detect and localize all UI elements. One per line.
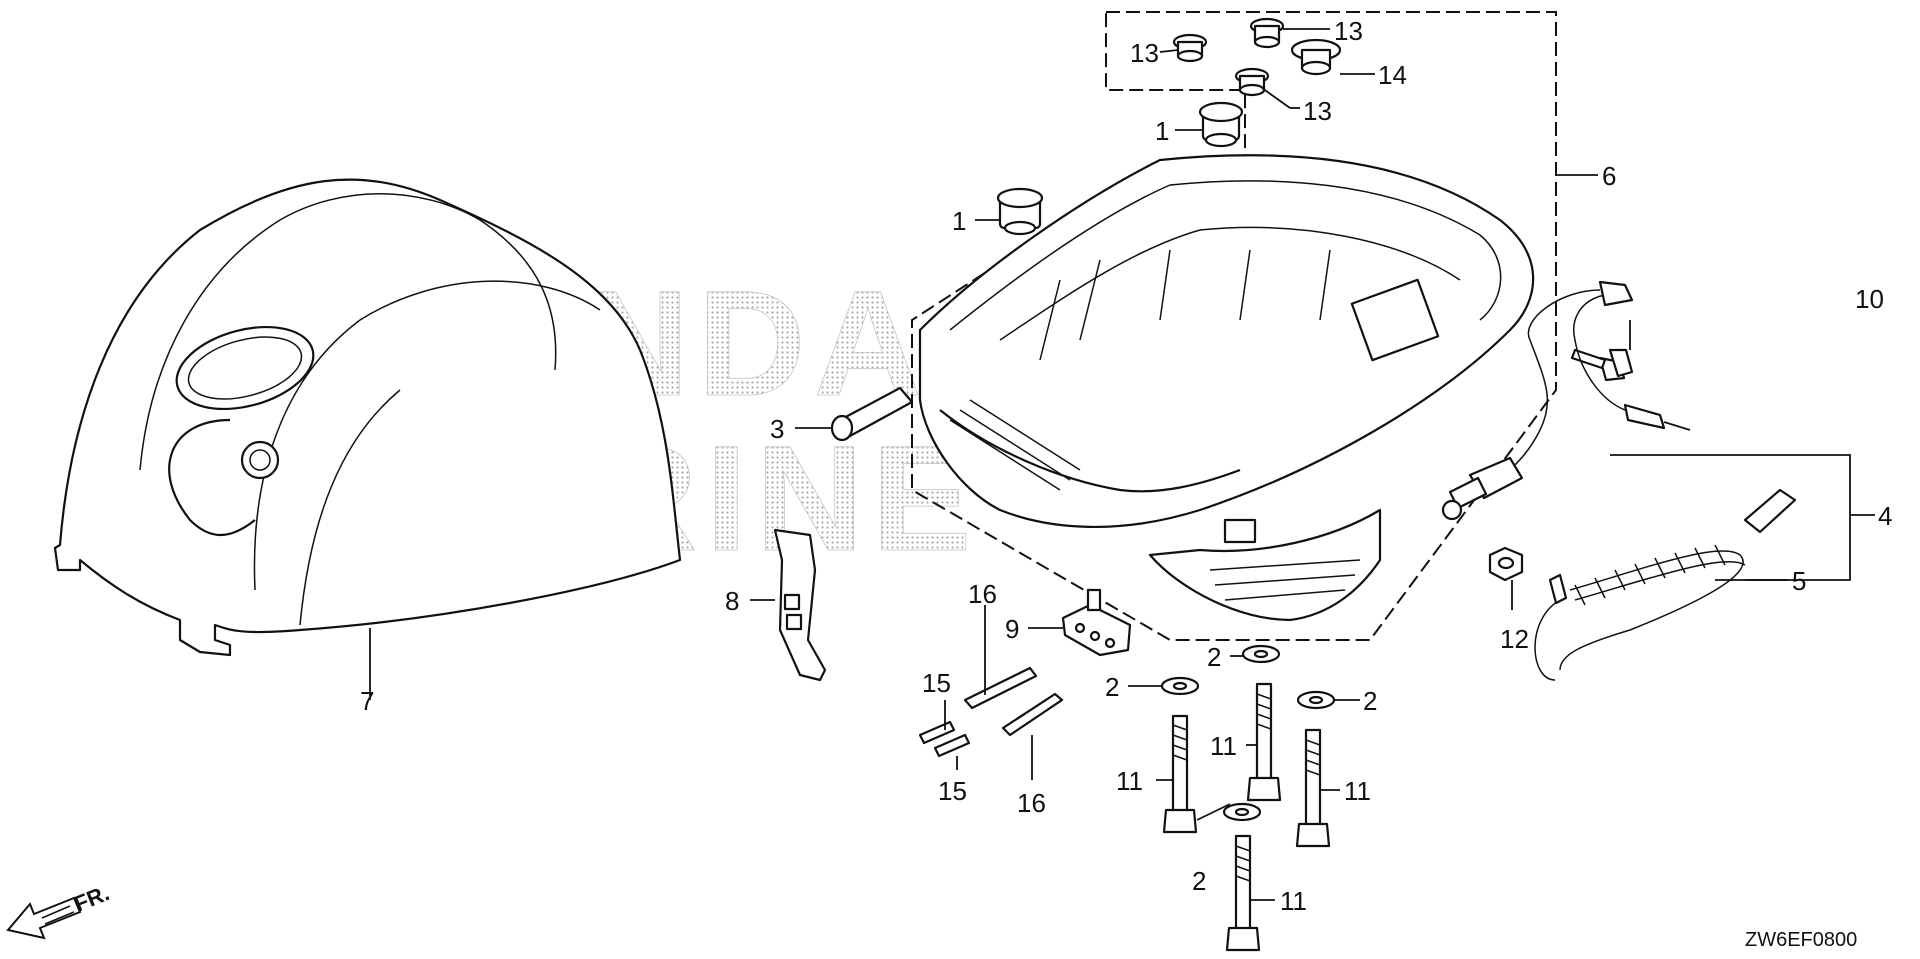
lanyard-part-5[interactable]: [1534, 488, 1797, 681]
callout-13: 13: [1303, 96, 1332, 126]
holder-part-9[interactable]: [1061, 588, 1132, 657]
engine-cover-part-7[interactable]: [53, 178, 682, 700]
callout-11: 11: [1344, 776, 1371, 806]
washer-part-2-b[interactable]: [1241, 644, 1281, 664]
nut-part-12[interactable]: [1488, 546, 1524, 582]
callout-8: 8: [725, 586, 739, 616]
bracket-part-8[interactable]: [773, 528, 827, 682]
callout-13: 13: [1130, 38, 1159, 68]
callout-2: 2: [1207, 642, 1221, 672]
front-direction-arrow-icon: FR.: [6, 880, 113, 940]
callout-9: 9: [1005, 614, 1019, 644]
bolt-part-11-d[interactable]: [1225, 834, 1261, 952]
washer-part-2-a[interactable]: [1160, 676, 1200, 696]
callout-11: 11: [1210, 731, 1237, 761]
pin-part-15-a[interactable]: [918, 720, 956, 745]
callout-labels: 13 13 14 13 1 1 6 3 10 4 5 12 8 9 16 15 …: [360, 16, 1892, 916]
callout-14: 14: [1378, 60, 1407, 90]
cotter-pin-part-16-b[interactable]: [1001, 692, 1064, 737]
cap-part-13-b[interactable]: [1249, 17, 1285, 49]
callout-1: 1: [952, 206, 966, 236]
bolt-part-10[interactable]: [1570, 348, 1634, 382]
front-direction-label: FR.: [71, 880, 113, 916]
under-cover-group-outline: [911, 11, 1598, 641]
callout-13: 13: [1334, 16, 1363, 46]
callout-2: 2: [1105, 672, 1119, 702]
callout-15: 15: [938, 776, 967, 806]
callout-1: 1: [1155, 116, 1169, 146]
callout-15: 15: [922, 668, 951, 698]
stop-switch-part-4[interactable]: [1441, 280, 1691, 521]
cap-part-13-a[interactable]: [1172, 33, 1208, 63]
cap-part-13-c[interactable]: [1234, 67, 1270, 97]
callout-3: 3: [770, 414, 784, 444]
cotter-pin-part-16-a[interactable]: [963, 666, 1038, 710]
callout-16: 16: [1017, 788, 1046, 818]
grommet-part-1-upper[interactable]: [1198, 101, 1244, 148]
callout-2: 2: [1192, 866, 1206, 896]
cap-part-14[interactable]: [1290, 38, 1342, 76]
grommet-part-1-lower[interactable]: [996, 187, 1044, 236]
callout-6: 6: [1602, 161, 1616, 191]
callout-2: 2: [1363, 686, 1377, 716]
callout-12: 12: [1500, 624, 1529, 654]
washer-part-2-d[interactable]: [1222, 802, 1262, 822]
callout-5: 5: [1792, 566, 1806, 596]
washer-part-2-c[interactable]: [1296, 690, 1336, 710]
callout-leaders: [750, 28, 1875, 901]
under-cover-part-6[interactable]: [918, 154, 1535, 622]
diagram-code: ZW6EF0800: [1745, 929, 1857, 951]
bolt-part-11-a[interactable]: [1162, 714, 1198, 834]
callout-4: 4: [1878, 501, 1892, 531]
callout-11: 11: [1280, 886, 1307, 916]
callout-16: 16: [968, 579, 997, 609]
callout-10: 10: [1855, 284, 1884, 314]
callout-7: 7: [360, 686, 374, 716]
bolt-part-11-b[interactable]: [1246, 682, 1282, 802]
pin-part-15-b[interactable]: [933, 733, 971, 758]
bolt-part-11-c[interactable]: [1295, 728, 1331, 848]
callout-11: 11: [1116, 766, 1143, 796]
